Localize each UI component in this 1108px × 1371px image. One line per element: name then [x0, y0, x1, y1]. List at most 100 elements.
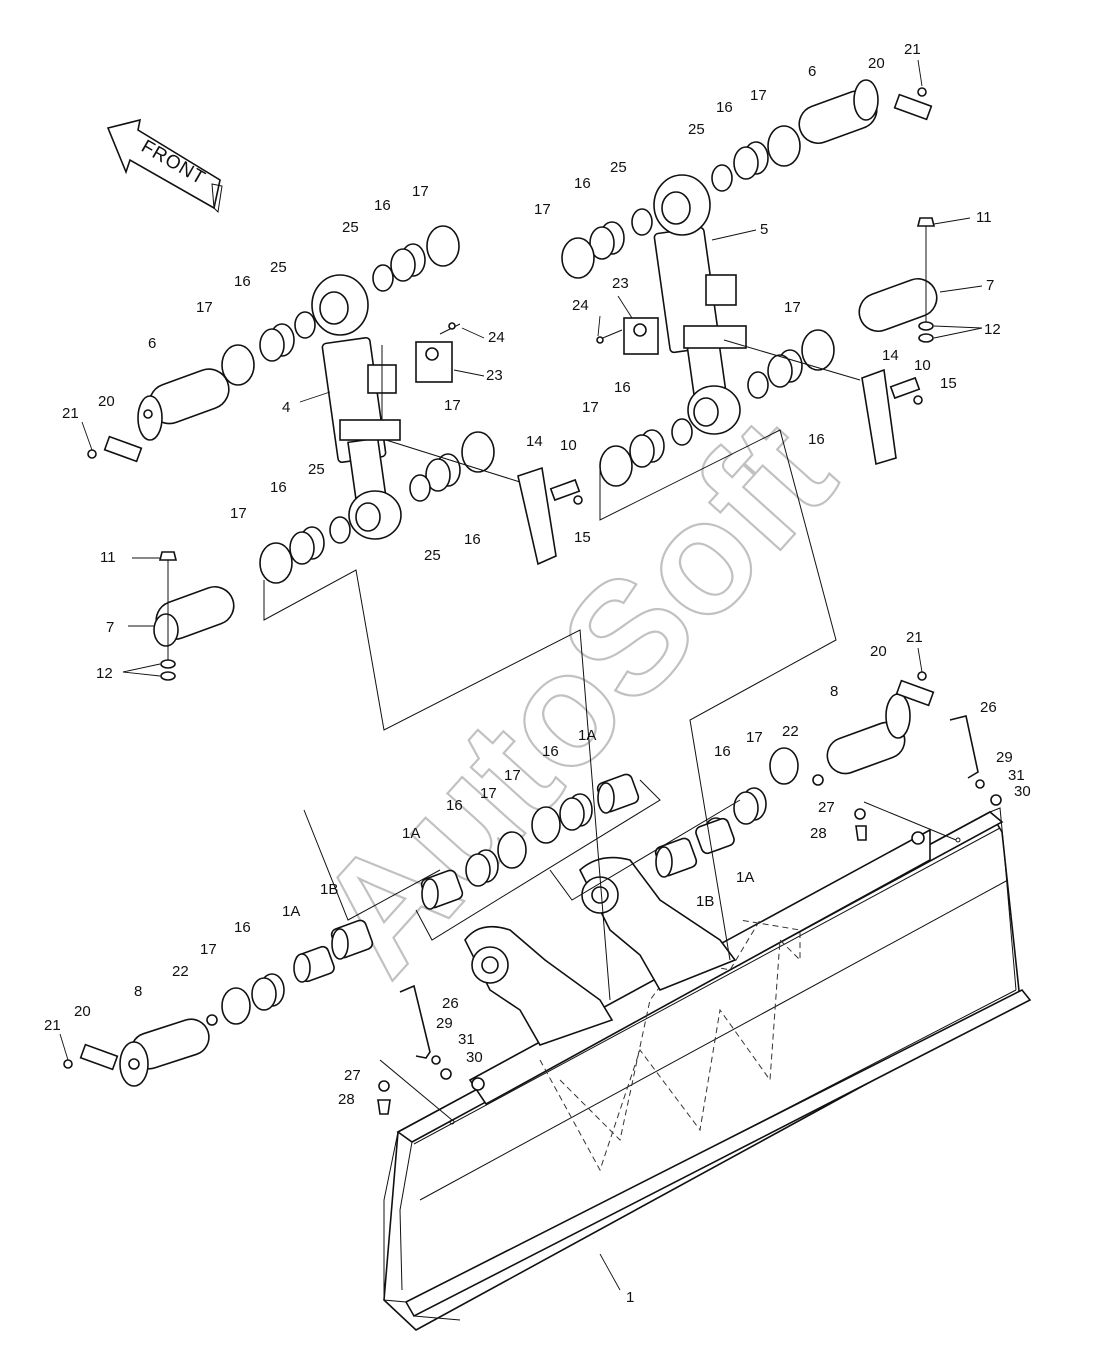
- callout-14-right: 14: [882, 347, 899, 364]
- leader-lines: [59, 59, 983, 1291]
- small-plates: [79, 93, 935, 1071]
- callout-20: 20: [868, 55, 885, 72]
- callout-17: 17: [750, 87, 767, 104]
- callout-30-left: 30: [466, 1049, 483, 1066]
- callout-28-right: 28: [810, 825, 827, 842]
- callout-14-left: 14: [526, 433, 543, 450]
- bushings: [293, 773, 735, 983]
- callout-17: 17: [784, 299, 801, 316]
- valve-block-23-right: [597, 317, 659, 355]
- callout-21: 21: [904, 41, 921, 58]
- callout-16: 16: [614, 379, 631, 396]
- callout-17: 17: [196, 299, 213, 316]
- callout-25: 25: [424, 547, 441, 564]
- straps-26: [399, 715, 979, 1059]
- plate-14-left: [517, 466, 557, 566]
- callout-23-right: 23: [612, 275, 629, 292]
- pin-8-right: [826, 693, 911, 775]
- pin-7-left: [153, 551, 235, 681]
- callout-16: 16: [374, 197, 391, 214]
- callout-17: 17: [582, 399, 599, 416]
- callout-8-left: 8: [134, 983, 142, 1000]
- callout-15-left: 15: [574, 529, 591, 546]
- callout-25: 25: [270, 259, 287, 276]
- front-arrow: FRONT: [106, 118, 223, 214]
- callout-17: 17: [200, 941, 217, 958]
- callout-31-left: 31: [458, 1031, 475, 1048]
- pin-6-right: [798, 79, 879, 144]
- callout-29-left: 29: [436, 1015, 453, 1032]
- fasteners: [63, 87, 1002, 1115]
- seal-rings: [221, 125, 835, 1025]
- callout-17: 17: [412, 183, 429, 200]
- callout-7-right: 7: [986, 277, 994, 294]
- callout-16: 16: [716, 99, 733, 116]
- callout-6-right: 6: [808, 63, 816, 80]
- callout-22-left: 22: [172, 963, 189, 980]
- callout-10-right: 10: [914, 357, 931, 374]
- hydraulic-cylinder-4: [311, 274, 402, 540]
- callout-16: 16: [234, 273, 251, 290]
- pin-6-left: [137, 368, 230, 441]
- callout-22-right: 22: [782, 723, 799, 740]
- callout-31-right: 31: [1008, 767, 1025, 784]
- callout-10-left: 10: [560, 437, 577, 454]
- callout-1A: 1A: [578, 727, 596, 744]
- callout-16: 16: [464, 531, 481, 548]
- callout-1A: 1A: [282, 903, 300, 920]
- dozer-blade: [383, 807, 1032, 1331]
- callout-24-right: 24: [572, 297, 589, 314]
- callout-1A: 1A: [402, 825, 420, 842]
- callout-29-right: 29: [996, 749, 1013, 766]
- callout-27-left: 27: [344, 1067, 361, 1084]
- callout-24-left: 24: [488, 329, 505, 346]
- plate-14-right: [861, 368, 897, 466]
- callout-6-left: 6: [148, 335, 156, 352]
- callout-17: 17: [444, 397, 461, 414]
- callout-16: 16: [808, 431, 825, 448]
- callout-30-right: 30: [1014, 783, 1031, 800]
- callout-27-right: 27: [818, 799, 835, 816]
- callout-25: 25: [342, 219, 359, 236]
- callout-11-left: 11: [100, 549, 116, 566]
- callout-20: 20: [74, 1003, 91, 1020]
- callout-23-left: 23: [486, 367, 503, 384]
- hydraulic-cylinder-5: [653, 174, 747, 435]
- callout-11-right: 11: [976, 209, 992, 226]
- callout-15-right: 15: [940, 375, 957, 392]
- callout-17: 17: [534, 201, 551, 218]
- callout-25: 25: [610, 159, 627, 176]
- callout-5: 5: [760, 221, 768, 238]
- pin-7-right: [858, 217, 938, 343]
- callout-1B: 1B: [696, 893, 714, 910]
- callout-17: 17: [746, 729, 763, 746]
- callout-17: 17: [230, 505, 247, 522]
- callout-26-left: 26: [442, 995, 459, 1012]
- callout-8-right: 8: [830, 683, 838, 700]
- callout-7-left: 7: [106, 619, 114, 636]
- callout-16: 16: [714, 743, 731, 760]
- callout-4: 4: [282, 399, 290, 416]
- callout-25: 25: [688, 121, 705, 138]
- callout-28-left: 28: [338, 1091, 355, 1108]
- callout-16: 16: [542, 743, 559, 760]
- callout-21: 21: [62, 405, 79, 422]
- callout-1B: 1B: [320, 881, 338, 898]
- callout-labels: 1 4 5 6 6 7 7 8 8 10 10 11 11 12 12 14 1…: [44, 41, 1031, 1306]
- callout-1A: 1A: [736, 869, 754, 886]
- callout-21: 21: [906, 629, 923, 646]
- callout-12-left: 12: [96, 665, 113, 682]
- callout-1: 1: [626, 1289, 634, 1306]
- callout-26-right: 26: [980, 699, 997, 716]
- callout-16: 16: [574, 175, 591, 192]
- callout-25: 25: [308, 461, 325, 478]
- callout-16: 16: [446, 797, 463, 814]
- callout-16: 16: [270, 479, 287, 496]
- callout-12-right: 12: [984, 321, 1001, 338]
- callout-17: 17: [504, 767, 521, 784]
- valve-block-23-left: [415, 323, 461, 383]
- callout-20: 20: [98, 393, 115, 410]
- pin-8-left: [119, 1018, 210, 1087]
- callout-16: 16: [234, 919, 251, 936]
